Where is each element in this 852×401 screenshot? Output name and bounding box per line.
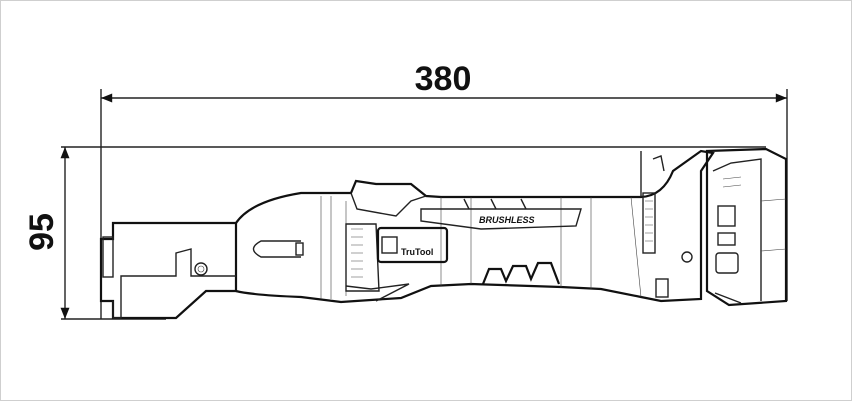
gear-housing: BRUSHLESS TruTool — [235, 149, 715, 304]
height-dimension-value: 95 — [23, 213, 61, 251]
battery-release-knob — [655, 278, 669, 298]
length-dimension-value: 380 — [415, 60, 472, 98]
brand-badge — [376, 226, 449, 264]
vent-slots — [642, 192, 656, 254]
battery-pack — [705, 147, 788, 307]
length-dimension: 380 — [100, 60, 788, 319]
pivot-screw-icon — [194, 262, 208, 276]
brushless-label: BRUSHLESS — [479, 215, 535, 225]
grip-ridges — [481, 261, 561, 285]
brand-label: TruTool — [401, 247, 433, 257]
battery-indicator-icon — [717, 205, 736, 227]
tool-head — [99, 221, 304, 320]
